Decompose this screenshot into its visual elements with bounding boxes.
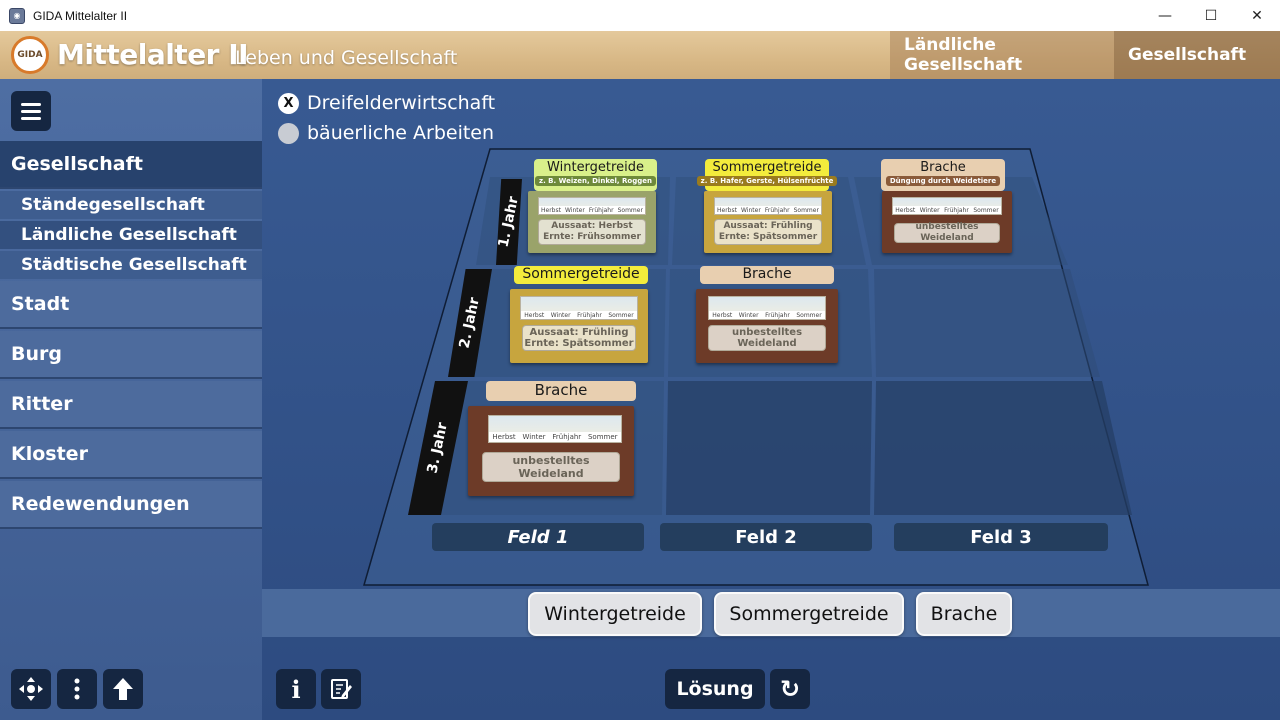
tag-brache-y2: Brache [700,266,834,284]
tag-brache-y3: Brache [486,381,636,401]
sidebar-item-kloster[interactable]: Kloster [0,431,262,479]
sidebar-subitem-staedtische-gesellschaft[interactable]: Städtische Gesellschaft [0,251,262,279]
app-icon: ◉ [9,7,25,24]
notes-edit-icon[interactable] [321,669,361,709]
sidebar-subitem-laendliche-gesellschaft[interactable]: Ländliche Gesellschaft [0,221,262,249]
main-content: X Dreifelderwirtschaft bäuerliche Arbeit… [262,79,1280,720]
breadcrumb-laendliche-gesellschaft[interactable]: Ländliche Gesellschaft [890,31,1114,79]
option-baeuerliche-arbeiten[interactable]: bäuerliche Arbeiten [278,122,494,144]
more-vertical-icon[interactable] [57,669,97,709]
window-titlebar: ◉ GIDA Mittelalter II — ☐ ✕ [0,0,1280,31]
field-label-2: Feld 2 [660,523,872,551]
tag-sommergetreide-y2: Sommergetreide [514,266,648,284]
app-subtitle: Leben und Gesellschaft [235,47,458,69]
gida-logo: GIDA [11,36,49,74]
tag-brache-y1: Brache Düngung durch Weidetiere [881,159,1005,191]
solution-button[interactable]: Lösung [665,669,765,709]
cell-y3-f2 [666,381,872,515]
navigation-cross-icon[interactable] [11,669,51,709]
close-button[interactable]: ✕ [1251,7,1263,24]
sidebar-item-stadt[interactable]: Stadt [0,281,262,329]
window-title: GIDA Mittelalter II [33,8,128,23]
sidebar-item-gesellschaft[interactable]: Gesellschaft [0,141,262,189]
sidebar-subitem-staendegesellschaft[interactable]: Ständegesellschaft [0,191,262,219]
sidebar-item-ritter[interactable]: Ritter [0,381,262,429]
app-title: Mittelalter II [57,38,249,71]
cell-y2-f3 [874,269,1100,377]
tag-wintergetreide-y1: Wintergetreide z. B. Weizen, Dinkel, Rog… [534,159,657,191]
minimize-button[interactable]: — [1158,7,1172,24]
reset-icon[interactable]: ↻ [770,669,810,709]
radio-selected-icon: X [278,92,299,114]
field-label-3: Feld 3 [894,523,1108,551]
radio-unselected-icon [278,122,299,144]
window-controls: — ☐ ✕ [1142,0,1280,31]
info-button[interactable]: i [276,669,316,709]
option-dreifelderwirtschaft[interactable]: X Dreifelderwirtschaft [278,92,495,114]
field-label-1: Feld 1 [432,523,644,551]
tag-sommergetreide-y1: Sommergetreide z. B. Hafer, Gerste, Hüls… [696,159,838,191]
choice-sommergetreide-button[interactable]: Sommergetreide [714,592,904,636]
app-header: GIDA Mittelalter II Leben und Gesellscha… [0,31,1280,79]
arrow-up-icon[interactable] [103,669,143,709]
option-label: bäuerliche Arbeiten [307,122,495,144]
sidebar-item-burg[interactable]: Burg [0,331,262,379]
sidebar-toolbar [11,669,143,709]
maximize-button[interactable]: ☐ [1204,7,1218,24]
sidebar: Gesellschaft Ständegesellschaft Ländlich… [0,79,262,720]
breadcrumb-gesellschaft[interactable]: Gesellschaft [1114,31,1280,79]
sidebar-item-redewendungen[interactable]: Redewendungen [0,481,262,529]
hamburger-menu-button[interactable] [11,91,51,131]
choice-brache-button[interactable]: Brache [916,592,1012,636]
option-label: Dreifelderwirtschaft [307,92,496,114]
choice-wintergetreide-button[interactable]: Wintergetreide [528,592,702,636]
cell-y3-f3 [874,381,1132,515]
